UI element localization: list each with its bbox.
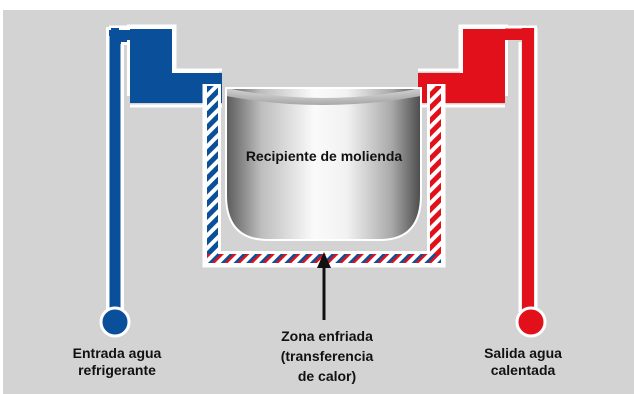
- outlet-port: [515, 306, 547, 338]
- vessel-label: Recipiente de molienda: [245, 148, 403, 164]
- inlet-label: Entrada agua refrigerante: [72, 345, 162, 378]
- cooled-zone-label: Zona enfriada (transferencia de calor): [280, 328, 374, 384]
- inlet-port-icon: [99, 306, 131, 338]
- grinding-vessel: [225, 87, 422, 241]
- up-arrow-icon: [317, 252, 331, 320]
- outlet-label: Salida agua calentada: [484, 345, 562, 378]
- outlet-port-icon: [515, 306, 547, 338]
- inlet-port: [99, 300, 131, 338]
